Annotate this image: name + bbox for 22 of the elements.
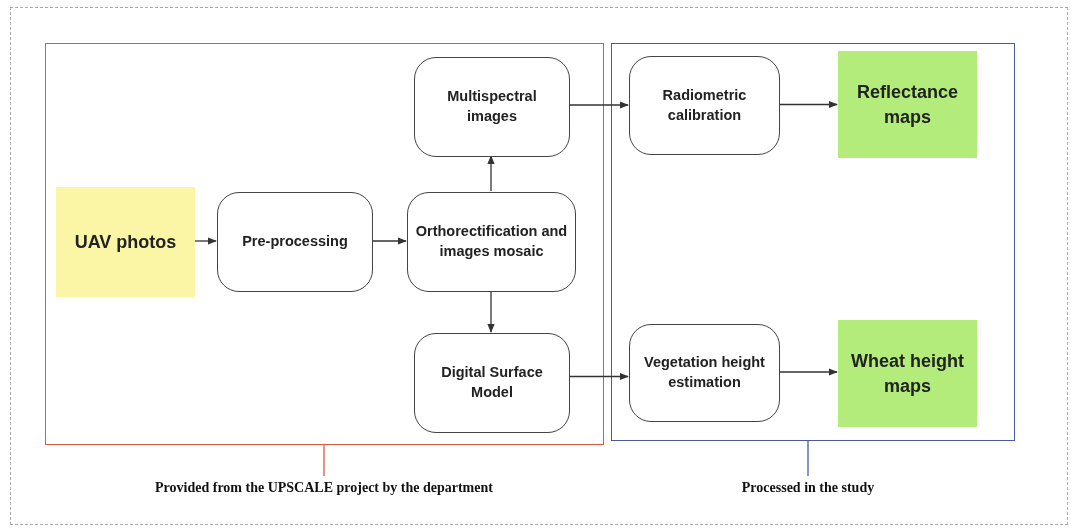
process-box: Pre-processing [217, 192, 373, 292]
group-frame [45, 43, 604, 445]
group-frame [611, 43, 1015, 441]
arrow [371, 237, 407, 245]
process-box: Orthorectification and images mosaic [407, 192, 576, 292]
process-box: Digital Surface Model [414, 333, 570, 433]
leader-line [323, 444, 325, 477]
group-caption: Provided from the UPSCALE project by the department [124, 476, 524, 500]
arrow [487, 155, 495, 192]
process-box: Multispectral images [414, 57, 570, 157]
arrow [568, 372, 629, 381]
group-caption: Processed in the study [718, 476, 898, 500]
process-box: Radiometric calibration [629, 56, 780, 155]
arrow [778, 100, 838, 109]
leader-line [807, 440, 809, 477]
arrow [778, 368, 838, 376]
arrow [568, 101, 629, 109]
output-box: Reflectance maps [838, 51, 977, 158]
process-box: Vegetation height estimation [629, 324, 780, 422]
arrow [487, 290, 495, 333]
output-box: Wheat height maps [838, 320, 977, 427]
input-box: UAV photos [56, 187, 195, 297]
